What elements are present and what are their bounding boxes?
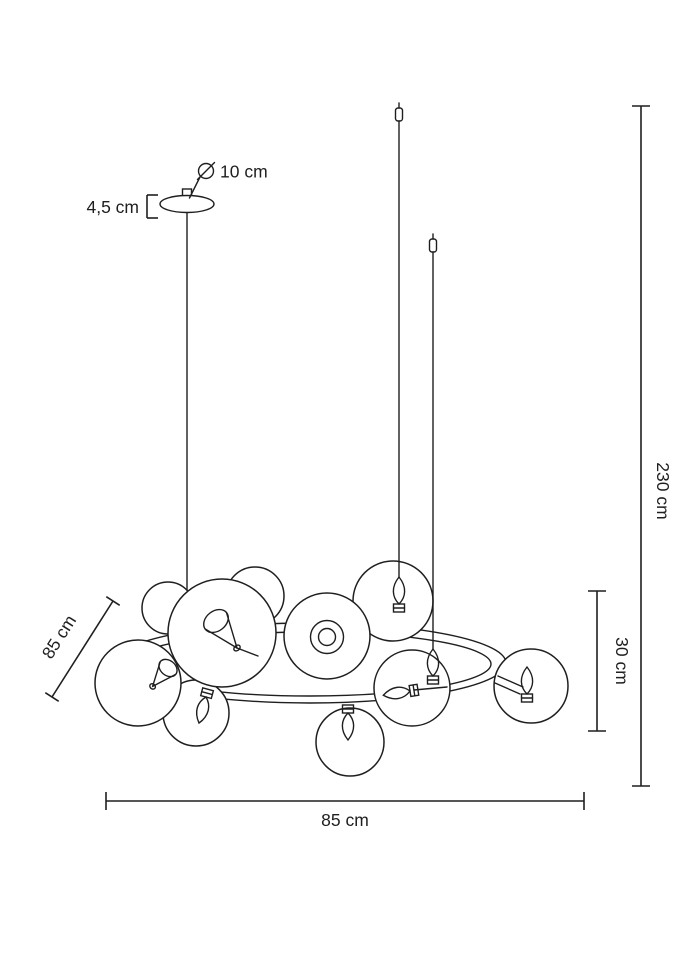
- glass-globe: [373, 649, 451, 727]
- dimension-width: 85 cm: [105, 792, 585, 830]
- glass-globes: [94, 560, 569, 777]
- dimension-cap: [105, 596, 121, 606]
- diameter-symbol-icon: [196, 161, 216, 181]
- canopy-diameter-label: 10 cm: [220, 162, 268, 182]
- depth-label: 85 cm: [38, 611, 80, 662]
- diameter-symbol-circle: [197, 162, 215, 180]
- glass-globe: [94, 639, 182, 727]
- bulbs-and-sockets: [149, 576, 534, 741]
- spot-socket: [203, 608, 259, 657]
- suspension-cable-2: [394, 102, 404, 578]
- ceiling-canopy: 10 cm 4,5 cm: [86, 161, 268, 219]
- bulb-arm: [494, 682, 521, 695]
- dimension-total-height: 230 cm: [632, 105, 673, 787]
- body-height-label: 30 cm: [612, 637, 632, 685]
- bulb-arm: [413, 686, 448, 691]
- canopy-height-label: 4,5 cm: [86, 197, 139, 217]
- cable-plug: [428, 233, 438, 253]
- total-height-label: 230 cm: [653, 462, 673, 519]
- dimension-line: [51, 600, 114, 698]
- globe-socket-center: [317, 627, 337, 647]
- cone-socket: [149, 658, 178, 690]
- suspension-cable-3: [428, 233, 438, 650]
- dimension-cap: [44, 692, 60, 702]
- dimension-body-height: 30 cm: [588, 590, 632, 732]
- diameter-symbol-slash: [196, 161, 216, 181]
- glass-globe: [283, 592, 371, 680]
- canopy-height-bracket: [146, 194, 158, 219]
- cable-plug: [394, 102, 404, 122]
- glass-globe: [167, 578, 277, 688]
- globe-socket-ring: [309, 619, 345, 655]
- bulb-arm: [497, 675, 524, 688]
- glass-globe: [315, 707, 385, 777]
- diameter-leader-line: [188, 176, 201, 199]
- canopy-plate: [159, 194, 215, 214]
- width-label: 85 cm: [321, 810, 369, 830]
- glass-globe: [493, 648, 569, 724]
